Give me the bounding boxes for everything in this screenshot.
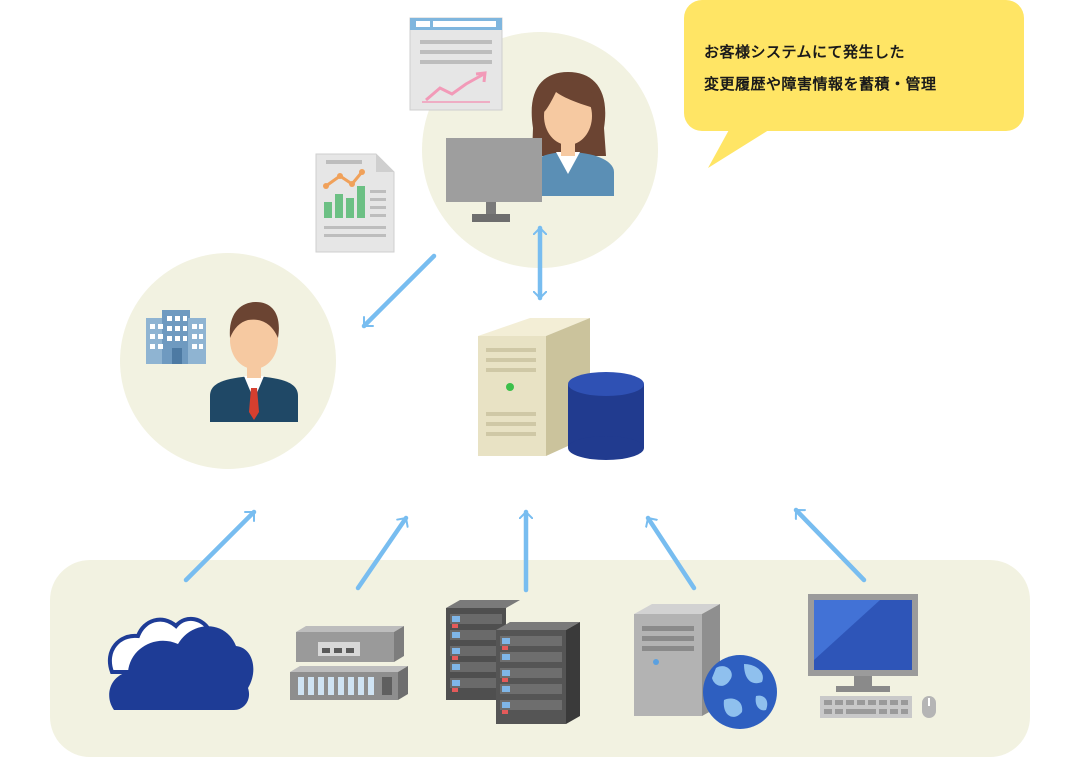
speech-bubble-line-2: 変更履歴や障害情報を蓄積・管理 bbox=[704, 75, 937, 93]
desktop-pc-icon bbox=[808, 594, 936, 718]
operator-at-monitor-icon bbox=[446, 72, 614, 222]
arrow-to-client bbox=[361, 253, 437, 329]
arrow-cloud bbox=[183, 509, 257, 583]
speech-bubble-line-1: お客様システムにて発生した bbox=[704, 43, 906, 61]
web-server-globe-icon bbox=[634, 604, 777, 729]
server-rack-icon bbox=[446, 600, 580, 724]
arrows bbox=[183, 225, 867, 593]
arrow-desktop bbox=[793, 507, 867, 583]
speech-bubble bbox=[684, 0, 1024, 168]
central-server-icon bbox=[478, 318, 590, 456]
network-appliance-icon bbox=[290, 626, 408, 700]
cloud-icon bbox=[107, 616, 254, 710]
business-person-icon bbox=[210, 302, 298, 422]
report-document-icon bbox=[315, 153, 395, 253]
report-window-icon bbox=[409, 17, 503, 111]
arrow-appliance bbox=[355, 515, 406, 591]
arrow-webserver bbox=[648, 515, 697, 591]
office-building-icon bbox=[146, 310, 206, 364]
database-icon bbox=[568, 372, 644, 460]
speech-bubble-text: お客様システムにて発生した 変更履歴や障害情報を蓄積・管理 bbox=[704, 36, 1014, 100]
